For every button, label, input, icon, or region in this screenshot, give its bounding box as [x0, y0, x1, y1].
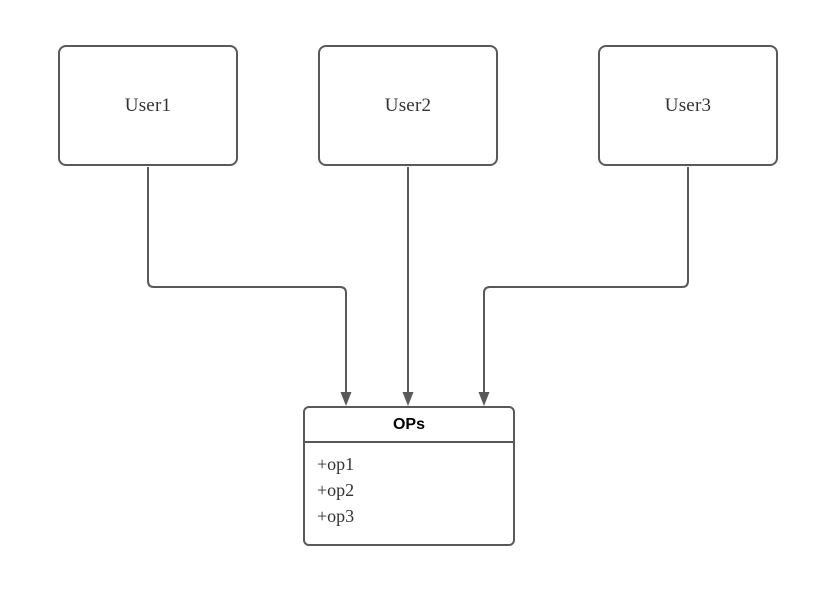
- arrowhead-user2-icon: [402, 392, 414, 406]
- node-user2-label: User2: [384, 94, 432, 116]
- node-user1-label: User1: [124, 94, 172, 116]
- operation-op1: +op1: [317, 454, 355, 474]
- arrowhead-user3-icon: [478, 392, 490, 406]
- connector-user3-ops[interactable]: [483, 167, 689, 392]
- arrowhead-user1-icon: [340, 392, 352, 406]
- connector-user1-ops[interactable]: [147, 167, 347, 392]
- operation-op2: +op2: [317, 480, 355, 500]
- node-user3-label: User3: [664, 94, 712, 116]
- class-box-title: OPs: [305, 408, 513, 443]
- node-user3[interactable]: User3: [598, 45, 778, 166]
- class-box-body: +op1 +op2 +op3: [305, 443, 513, 529]
- operation-op3: +op3: [317, 506, 355, 526]
- node-user1[interactable]: User1: [58, 45, 238, 166]
- node-user2[interactable]: User2: [318, 45, 498, 166]
- class-box-ops[interactable]: OPs +op1 +op2 +op3: [303, 406, 515, 546]
